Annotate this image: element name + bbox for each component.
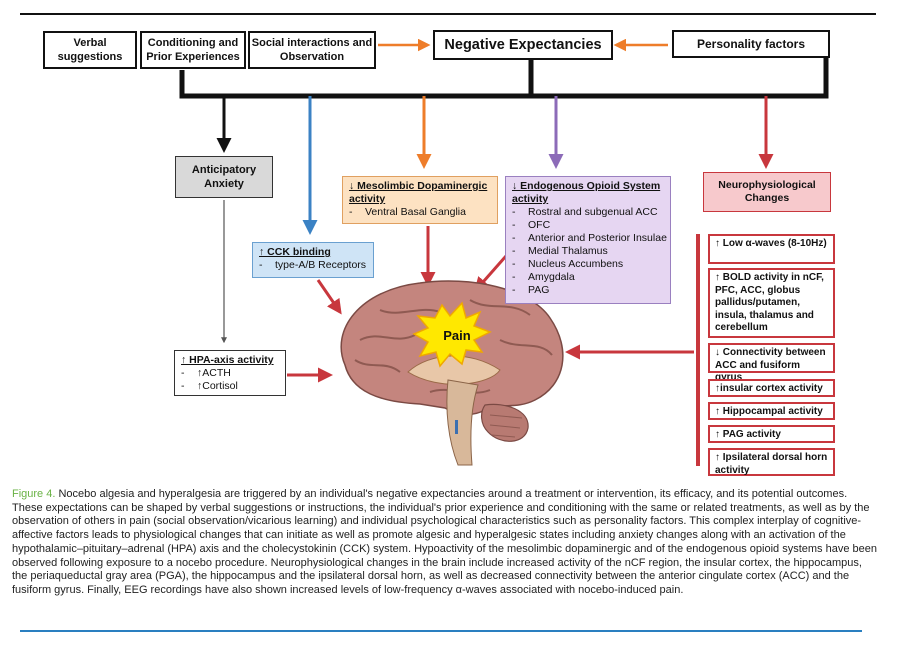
opioid-title: ↓ Endogenous Opioid System activity bbox=[512, 180, 661, 205]
negative-expectancies-box: Negative Expectancies bbox=[433, 30, 613, 60]
conditioning-box: Conditioning and Prior Experiences bbox=[140, 31, 246, 69]
pain-label: Pain bbox=[443, 328, 471, 343]
pain-burst bbox=[412, 301, 492, 368]
neuro-item-insular: ↑insular cortex activity bbox=[708, 379, 835, 397]
neuro-item-alpha: ↑ Low α-waves (8-10Hz) bbox=[708, 234, 835, 264]
social-line-2: Observation bbox=[279, 51, 345, 63]
neuro-item-hippocampal: ↑ Hippocampal activity bbox=[708, 402, 835, 420]
brain-illustration bbox=[340, 280, 564, 466]
figure-caption: Figure 4. Nocebo algesia and hyperalgesi… bbox=[12, 488, 880, 598]
neurophysiological-changes-box: Neurophysiological Changes bbox=[703, 172, 831, 212]
hpa-item: ↑Cortisol bbox=[181, 380, 279, 393]
neuro-header-line-2: Changes bbox=[744, 192, 790, 204]
verbal-line-2: suggestions bbox=[57, 51, 123, 63]
neuro-item-connectivity: ↓ Connectivity between ACC and fusiform … bbox=[708, 343, 835, 383]
opioid-item: Rostral and subgenual ACC bbox=[512, 206, 664, 219]
top-bracket bbox=[179, 58, 829, 99]
cck-item: type-A/B Receptors bbox=[259, 259, 367, 272]
opioid-item: OFC bbox=[512, 219, 664, 232]
opioid-item: Anterior and Posterior Insulae bbox=[512, 232, 667, 245]
arrow-cck-to-brain bbox=[316, 279, 342, 315]
personality-factors-box: Personality factors bbox=[672, 30, 830, 58]
personality-factors-label: Personality factors bbox=[696, 37, 806, 51]
conditioning-line-2: Prior Experiences bbox=[146, 51, 240, 63]
social-line-1: Social interactions and bbox=[251, 37, 373, 49]
hpa-box: ↑ HPA-axis activity ↑ACTH ↑Cortisol bbox=[174, 350, 286, 396]
hpa-title: ↑ HPA-axis activity bbox=[181, 354, 274, 366]
opioid-item: Amygdala bbox=[512, 271, 664, 284]
neuro-item-bold: ↑ BOLD activity in nCF, PFC, ACC, globus… bbox=[708, 268, 835, 338]
verbal-suggestions-box: Verbal suggestions bbox=[43, 31, 137, 69]
verbal-line-1: Verbal bbox=[73, 37, 107, 49]
mesolimbic-title: ↓ Mesolimbic Dopaminergic activity bbox=[349, 180, 488, 205]
cck-title: ↑ CCK binding bbox=[259, 246, 331, 258]
hpa-item: ↑ACTH bbox=[181, 367, 279, 380]
anticipatory-anxiety-box: Anticipatory Anxiety bbox=[175, 156, 273, 198]
social-interactions-box: Social interactions and Observation bbox=[248, 31, 376, 69]
anxiety-line-1: Anticipatory bbox=[191, 164, 257, 176]
opioid-item: Medial Thalamus bbox=[512, 245, 664, 258]
cck-box: ↑ CCK binding type-A/B Receptors bbox=[252, 242, 374, 278]
figure-label: Figure 4. bbox=[12, 488, 56, 500]
caption-text: Nocebo algesia and hyperalgesia are trig… bbox=[12, 488, 877, 596]
mesolimbic-box: ↓ Mesolimbic Dopaminergic activity Ventr… bbox=[342, 176, 498, 224]
opioid-item: PAG bbox=[512, 284, 664, 297]
neuro-item-pag: ↑ PAG activity bbox=[708, 425, 835, 443]
anxiety-line-2: Anxiety bbox=[204, 178, 244, 190]
neuro-item-dorsal-horn: ↑ Ipsilateral dorsal horn activity bbox=[708, 448, 835, 476]
neuro-header-line-1: Neurophysiological bbox=[718, 179, 816, 191]
opioid-box: ↓ Endogenous Opioid System activity Rost… bbox=[505, 176, 671, 304]
conditioning-line-1: Conditioning and bbox=[147, 37, 239, 49]
opioid-item: Nucleus Accumbens bbox=[512, 258, 664, 271]
negative-expectancies-label: Negative Expectancies bbox=[444, 37, 602, 53]
mesolimbic-item: Ventral Basal Ganglia bbox=[349, 206, 491, 219]
